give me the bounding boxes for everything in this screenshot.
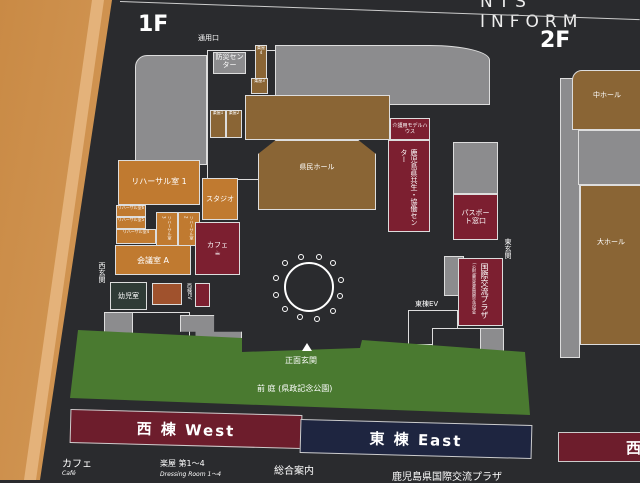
- front-garden-label: 前 庭 (県政記念公園): [257, 384, 333, 393]
- bollard-dot: [330, 260, 336, 266]
- main-entrance-label: 正面玄関: [285, 356, 317, 365]
- west-wing-banner: 西 棟 West: [69, 408, 303, 450]
- bollard-dot: [338, 277, 344, 283]
- west-ev-label: 西棟EV: [186, 283, 192, 300]
- west-ev: [195, 283, 210, 307]
- entrance-arrow-icon: [302, 343, 312, 351]
- dressing-room-3: 楽屋3: [251, 78, 268, 94]
- middle-hall[interactable]: 中ホール: [572, 70, 640, 130]
- rehearsal-room-3: リハーサル室3: [156, 212, 178, 246]
- header-title: NTS INFORM: [480, 0, 584, 32]
- disaster-center: 防災センター: [213, 52, 246, 74]
- floor2-gray: [560, 78, 580, 358]
- nursery: 幼児室: [110, 282, 147, 310]
- east-ev-label: 東棟EV: [415, 300, 439, 308]
- bollard-dot: [298, 254, 304, 260]
- meeting-room-a: 会議室 A: [115, 245, 191, 275]
- legend-intl-plaza: 鹿児島県国際交流プラザ: [392, 472, 502, 483]
- passport-window: パスポート窓口: [453, 194, 498, 240]
- bollard-dot: [316, 254, 322, 260]
- east-wing-banner: 東 棟 East: [299, 418, 533, 460]
- kenmin-hall[interactable]: 県民ホール: [258, 140, 376, 210]
- bollard-dot: [330, 308, 336, 314]
- kyousei-center: 鹿児島県共生・協働センター: [388, 140, 430, 232]
- cafe-cup-icon: ☕: [214, 249, 221, 258]
- west-entrance-label: 西玄関: [98, 262, 106, 283]
- dressing-room-2: 楽屋2: [226, 110, 242, 138]
- rehearsal-room-1: リハーサル室 1: [118, 160, 200, 205]
- rehearsal-room-4: リハーサル室4: [116, 229, 156, 244]
- stage-area: [245, 95, 390, 140]
- west-gray-area: [135, 55, 207, 165]
- bollard-dot: [282, 260, 288, 266]
- west-wing-banner-2f: 西: [558, 432, 640, 462]
- legend-information: 総合案内: [274, 466, 314, 477]
- bollard-dot: [314, 316, 320, 322]
- west-service-room: [152, 283, 182, 305]
- floor-1-label: 1F: [138, 12, 169, 37]
- cafe[interactable]: カフェ☕: [195, 222, 240, 275]
- bollard-dot: [297, 314, 303, 320]
- plaza-circle: [284, 262, 334, 312]
- east-gray-area: [453, 142, 498, 194]
- bollard-dot: [273, 292, 279, 298]
- dressing-room-4: 楽屋4: [255, 45, 267, 80]
- rehearsal-room-5: リハーサル室5: [116, 217, 146, 229]
- rehearsal-room-6: リハーサル室6: [116, 205, 146, 217]
- care-model-house: 介護用モデルハウス: [390, 118, 430, 140]
- east-entrance-label: 東玄関: [504, 238, 512, 259]
- bollard-dot: [337, 293, 343, 299]
- floor2-gray-2: [578, 130, 640, 185]
- dressing-room-1: 楽屋1: [210, 110, 226, 138]
- intl-plaza[interactable]: (公財)鹿児島県国際交流協会国際交流プラザ: [458, 258, 503, 326]
- service-entrance-label: 通用口: [198, 34, 219, 42]
- bollard-dot: [273, 275, 279, 281]
- studio: スタジオ: [202, 178, 238, 220]
- bollard-dot: [282, 306, 288, 312]
- large-hall[interactable]: 大ホール: [580, 185, 640, 345]
- floor-2-label: 2F: [540, 28, 571, 53]
